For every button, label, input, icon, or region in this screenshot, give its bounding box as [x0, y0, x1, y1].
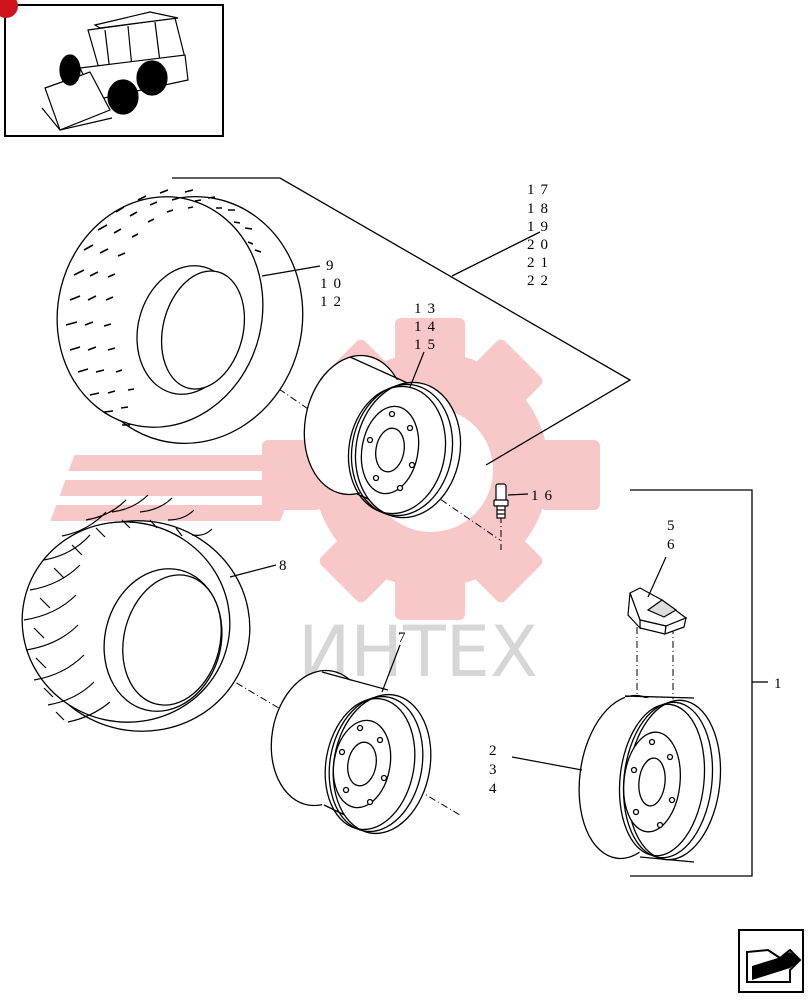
callout-21: 21 [527, 255, 554, 271]
callout-15: 15 [414, 337, 441, 353]
callout-numbers: 17 18 19 20 21 22 9 10 12 13 14 15 16 8 … [279, 182, 788, 797]
callout-8: 8 [279, 558, 293, 574]
tire-upper-tread [65, 189, 262, 426]
callout-14: 14 [414, 319, 441, 335]
callout-2: 2 [489, 743, 503, 759]
next-page-arrow-icon[interactable] [738, 929, 804, 993]
callout-leaders [229, 265, 667, 771]
callout-7: 7 [398, 630, 412, 646]
callout-4: 4 [489, 781, 503, 797]
callout-3: 3 [489, 762, 503, 778]
callout-13: 13 [414, 301, 441, 317]
callout-20: 20 [527, 237, 554, 253]
wheel-assembly[interactable] [569, 689, 728, 865]
callout-9: 9 [326, 258, 340, 274]
callout-16: 16 [531, 488, 558, 504]
callout-12: 12 [320, 294, 347, 310]
counterweight-block[interactable] [627, 587, 688, 635]
tire-lower-tread [23, 494, 213, 723]
group-lines [172, 177, 768, 877]
callout-19: 19 [527, 219, 554, 235]
callout-10: 10 [320, 276, 347, 292]
tire-upper[interactable] [33, 173, 329, 468]
callout-18: 18 [527, 201, 554, 217]
valve-stem[interactable] [493, 483, 509, 519]
callout-6: 6 [667, 537, 681, 553]
skid-steer-loader-icon [41, 11, 189, 131]
tire-lower[interactable] [3, 500, 269, 751]
callout-17: 17 [527, 182, 554, 198]
wheel-rim-upper[interactable] [294, 347, 471, 526]
callout-1: 1 [774, 676, 788, 692]
wheel-rim-lower[interactable] [261, 663, 442, 842]
thumbnail-frame[interactable] [0, 0, 224, 137]
callout-5: 5 [667, 518, 681, 534]
callout-22: 22 [527, 273, 554, 289]
red-badge-icon [0, 0, 18, 18]
